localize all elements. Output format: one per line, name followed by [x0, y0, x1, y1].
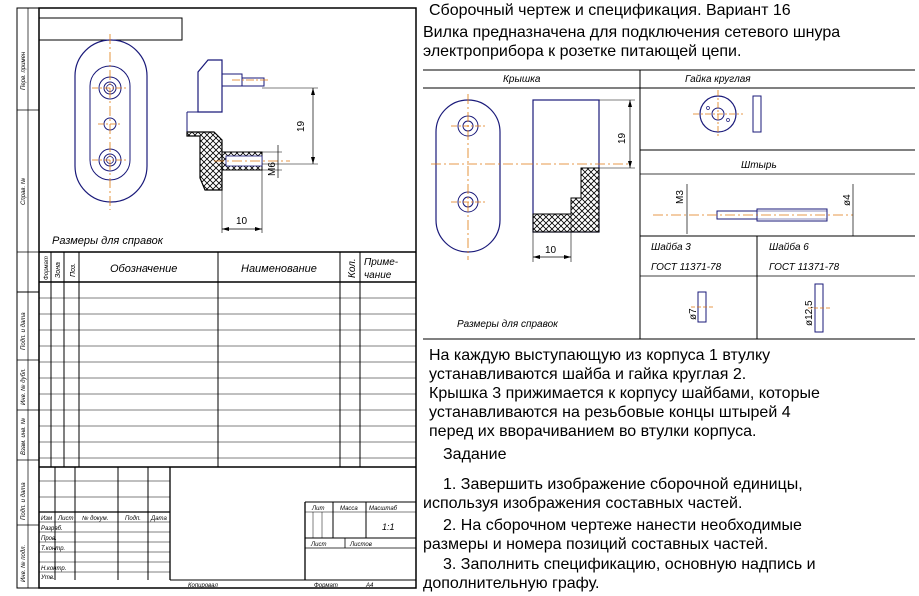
side-label-6: Подп. и дата — [21, 482, 27, 520]
pin-dim-dia4: ø4 — [842, 194, 853, 206]
title-block: Изм Лист № докум. Подп. Дата Разраб. Про… — [39, 466, 416, 589]
tb-doc: № докум. — [82, 515, 108, 522]
task-1-line-2: используя изображения составных частей. — [423, 495, 743, 512]
desc-line-4: устанавливаются на резьбовые концы штыре… — [429, 404, 791, 421]
parts-drawings: Крышка Гайка круглая Штырь Шайба 3 ГОСТ … — [423, 69, 915, 340]
tb-tkontr: Т.контр. — [41, 546, 65, 552]
part-label-nut: Гайка круглая — [685, 74, 751, 85]
desc-line-5: перед их вворачиванием во втулки корпуса… — [429, 423, 757, 440]
tb-lit: Лит — [311, 506, 324, 512]
col-note-1: Приме- — [364, 257, 399, 268]
nut-drawing — [693, 90, 762, 138]
cover-dim-19: 19 — [617, 132, 628, 144]
pin-drawing: М3 ø4 — [653, 184, 854, 236]
tb-massa: Масса — [340, 506, 358, 512]
task-2-line-2: размеры и номера позиций составных часте… — [423, 536, 769, 553]
drawing-sheet: Перв. примен Справ. № Подп. и дата Инв. … — [16, 7, 417, 589]
specification-table: Формат Зона Поз. Обозначение Наименовани… — [39, 251, 416, 467]
assembly-side-view: 19 М6 10 — [186, 59, 318, 233]
col-name: Наименование — [241, 263, 317, 275]
col-pos: Поз. — [70, 263, 77, 277]
side-label-3: Подп. и дата — [21, 312, 27, 350]
desc-line-1: На каждую выступающую из корпуса 1 втулк… — [429, 347, 771, 364]
col-zone: Зона — [55, 262, 62, 278]
intro-line-1: Вилка предназначена для подключения сете… — [423, 24, 841, 41]
cover-front-view — [431, 94, 523, 260]
task-2-line-1: 2. На сборочном чертеже нанести необходи… — [443, 517, 802, 534]
desc-line-2: устанавливаются шайба и гайка круглая 2. — [429, 366, 747, 383]
washer3-drawing: ø7 — [688, 291, 715, 323]
tb-list: Лист — [57, 516, 73, 522]
side-label-5: Взам. инв. № — [20, 417, 27, 455]
dim-m6: М6 — [267, 162, 278, 176]
task-3-line-2: дополнительную графу. — [423, 575, 600, 592]
part-label-cover: Крышка — [503, 74, 541, 85]
dim-19: 19 — [296, 120, 307, 132]
part-label-washer6-std: ГОСТ 11371-78 — [769, 262, 840, 273]
tb-format-label: Формат — [314, 583, 338, 589]
tb-copied: Копировал — [188, 583, 218, 589]
col-qty: Кол. — [347, 258, 358, 278]
col-designation: Обозначение — [110, 263, 177, 275]
task-heading: Задание — [443, 446, 507, 463]
washer6-dim: ø12,5 — [804, 300, 815, 326]
task-3-line-1: 3. Заполнить спецификацию, основную надп… — [443, 556, 816, 573]
tb-sheet: Лист — [310, 542, 326, 548]
tb-izm: Изм — [41, 516, 52, 522]
intro-line-2: электроприбора к розетке питающей цепи. — [423, 43, 742, 60]
tb-format-value: А4 — [365, 583, 374, 589]
side-label-4: Инв. № дубл. — [20, 368, 27, 405]
reference-note: Размеры для справок — [52, 235, 164, 247]
col-format: Формат — [44, 256, 50, 280]
pin-dim-m3: М3 — [675, 190, 686, 204]
part-label-washer3-std: ГОСТ 11371-78 — [651, 262, 722, 273]
cover-section-view: 19 10 — [523, 99, 635, 262]
tb-scale: 1:1 — [382, 522, 395, 532]
task-1-line-1: 1. Завершить изображение сборочной едини… — [443, 476, 803, 493]
tb-nkontr: Н.контр. — [41, 566, 66, 572]
part-label-washer3: Шайба 3 — [651, 241, 691, 253]
washer3-dim: ø7 — [688, 308, 699, 320]
tb-sign: Подп. — [125, 516, 141, 522]
designation-box — [38, 17, 183, 41]
tb-utv: Утв. — [40, 575, 55, 581]
tb-date: Дата — [150, 516, 167, 522]
assembly-front-view — [74, 34, 148, 210]
washer6-drawing: ø12,5 — [804, 283, 831, 333]
side-label-1: Перв. примен — [21, 51, 27, 90]
side-label-2: Справ. № — [20, 177, 27, 205]
col-note-2: чание — [364, 270, 392, 281]
tb-prov: Пров. — [41, 536, 57, 542]
dim-10: 10 — [236, 216, 248, 227]
document-title: Сборочный чертеж и спецификация. Вариант… — [429, 2, 791, 19]
side-label-7: Инв. № подл. — [20, 545, 27, 582]
tb-razrab: Разраб. — [41, 526, 63, 532]
part-label-pin: Штырь — [741, 160, 777, 171]
part-label-washer6: Шайба 6 — [769, 241, 809, 253]
cover-dim-10: 10 — [545, 245, 557, 256]
parts-reference-note: Размеры для справок — [457, 319, 559, 330]
tb-sheets: Листов — [349, 542, 372, 548]
desc-line-3: Крышка 3 прижимается к корпусу шайбами, … — [429, 385, 820, 402]
tb-masshtab: Масштаб — [369, 506, 398, 512]
